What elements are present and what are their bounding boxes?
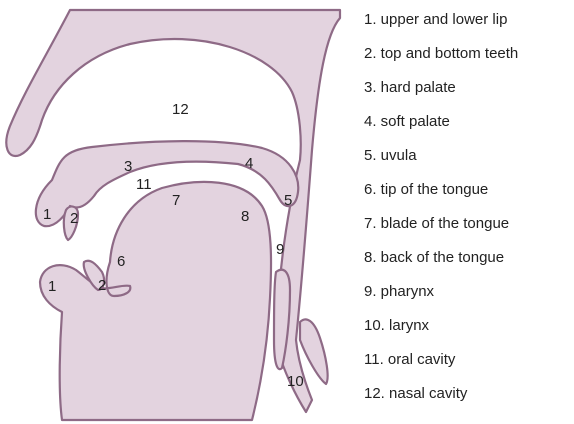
legend-item-soft-palate: 4. soft palate [364,112,518,146]
legend-item-pharynx: 9. pharynx [364,282,518,316]
label-hard-palate: 3 [124,158,132,175]
legend-item-tongue-tip: 6. tip of the tongue [364,180,518,214]
label-uvula: 5 [284,192,292,209]
label-nasal-cavity: 12 [172,101,189,118]
legend-item-larynx: 10. larynx [364,316,518,350]
label-larynx: 10 [287,373,304,390]
label-oral-cavity: 11 [136,176,152,193]
label-back-of-tongue: 8 [241,208,249,225]
legend-item-tongue-blade: 7. blade of the tongue [364,214,518,248]
label-lower-teeth: 2 [98,277,106,294]
legend-item-uvula: 5. uvula [364,146,518,180]
label-upper-teeth: 2 [70,210,78,227]
label-pharynx: 9 [276,241,284,258]
legend-item-nasal-cavity: 12. nasal cavity [364,384,518,418]
legend-item-teeth: 2. top and bottom teeth [364,44,518,78]
label-soft-palate: 4 [245,155,253,172]
label-upper-lip: 1 [43,206,51,223]
legend-item-lips: 1. upper and lower lip [364,10,518,44]
label-lower-lip: 1 [48,278,56,295]
legend-list: 1. upper and lower lip 2. top and bottom… [364,10,518,418]
legend-item-tongue-back: 8. back of the tongue [364,248,518,282]
label-tip-of-tongue: 6 [117,253,125,270]
label-blade-of-tongue: 7 [172,192,180,209]
legend-item-oral-cavity: 11. oral cavity [364,350,518,384]
legend-item-hard-palate: 3. hard palate [364,78,518,112]
